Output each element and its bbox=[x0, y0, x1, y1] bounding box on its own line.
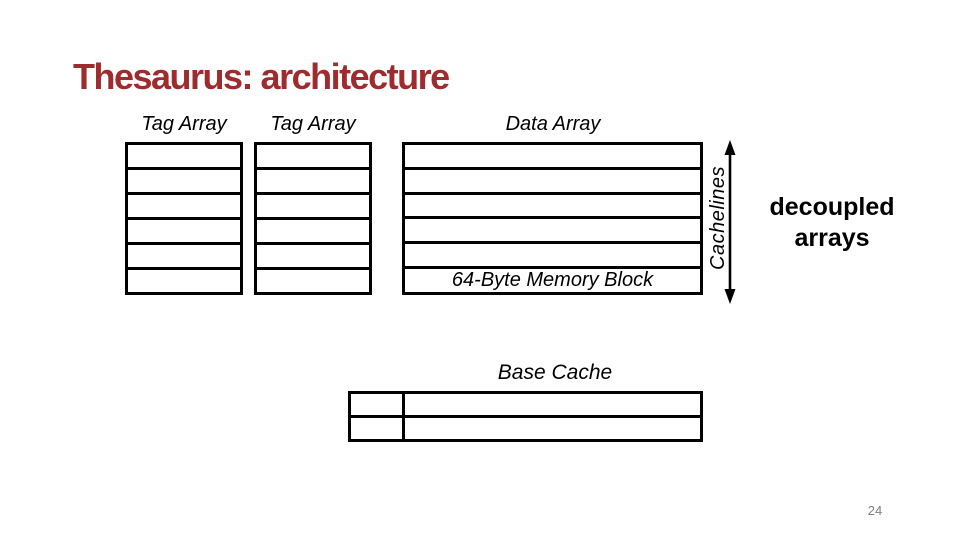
tag-array-1-label: Tag Array bbox=[141, 113, 227, 135]
cacheline-row bbox=[405, 166, 700, 192]
decoupled-arrays-annotation: decoupled arrays bbox=[752, 192, 912, 254]
cacheline-row bbox=[128, 192, 240, 217]
page-number: 24 bbox=[867, 503, 883, 518]
cacheline-row bbox=[128, 167, 240, 192]
cacheline-row bbox=[128, 217, 240, 242]
cacheline-row bbox=[128, 267, 240, 292]
base-cache-label: Base Cache bbox=[497, 361, 613, 384]
cacheline-row bbox=[405, 191, 700, 217]
base-cache-row bbox=[351, 394, 700, 415]
cacheline-row bbox=[257, 145, 369, 167]
cacheline-row bbox=[128, 145, 240, 167]
cacheline-row bbox=[257, 167, 369, 192]
cachelines-label: Cachelines bbox=[707, 166, 729, 270]
tag-array-2-table bbox=[254, 142, 372, 295]
cacheline-row bbox=[257, 242, 369, 267]
base-cache-row bbox=[351, 415, 700, 439]
cacheline-row bbox=[405, 241, 700, 266]
tag-array-2-label: Tag Array bbox=[270, 113, 356, 135]
memory-block-row: 64-Byte Memory Block bbox=[405, 265, 700, 292]
annotation-line-2: arrays bbox=[794, 224, 870, 252]
cacheline-row bbox=[405, 216, 700, 241]
base-cache-table bbox=[348, 391, 703, 442]
base-cache-tag-cell bbox=[351, 394, 405, 415]
base-cache-tag-cell bbox=[351, 418, 405, 439]
cacheline-row bbox=[405, 145, 700, 167]
slide-title: Thesaurus: architecture bbox=[73, 56, 450, 97]
data-array-table: 64-Byte Memory Block bbox=[402, 142, 703, 295]
up-down-arrow-icon bbox=[724, 140, 736, 304]
tag-array-1-table bbox=[125, 142, 243, 295]
base-cache-data-cell bbox=[405, 394, 700, 415]
cacheline-row bbox=[128, 242, 240, 267]
cacheline-row bbox=[257, 217, 369, 242]
cacheline-row bbox=[257, 192, 369, 217]
annotation-line-1: decoupled bbox=[769, 193, 895, 221]
data-array-label: Data Array bbox=[505, 113, 601, 135]
base-cache-data-cell bbox=[405, 418, 700, 439]
cacheline-row bbox=[257, 267, 369, 292]
